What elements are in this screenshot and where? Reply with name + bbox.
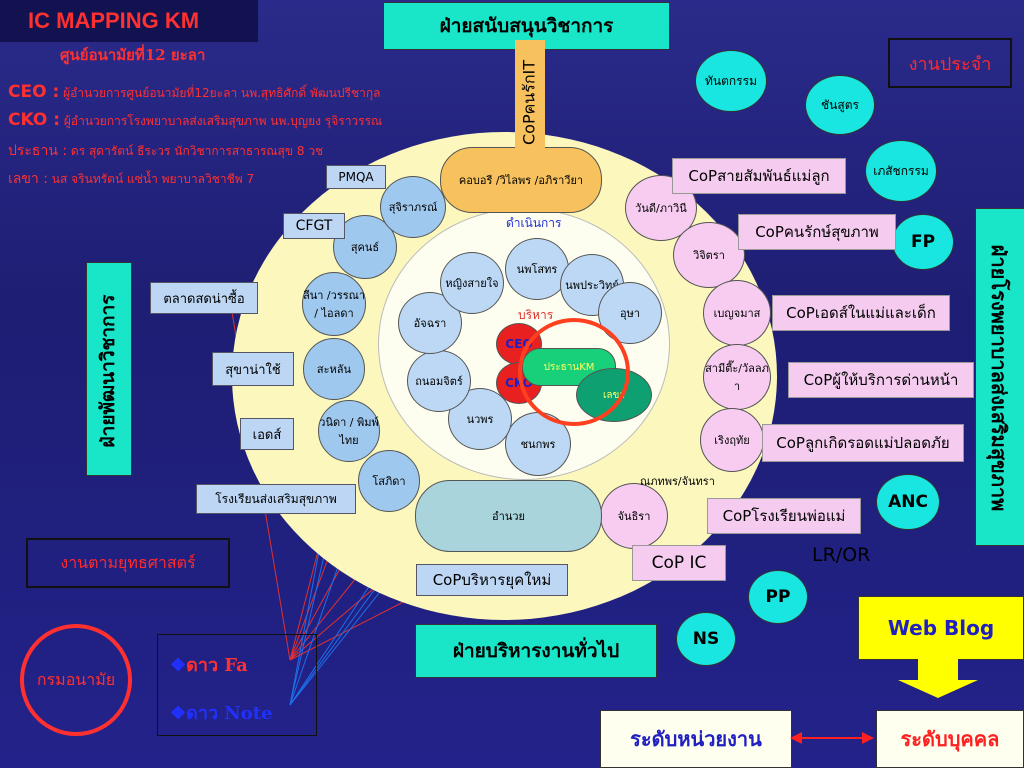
cop-mother-child[interactable]: CoPสายสัมพันธ์แม่ลูก <box>672 158 846 194</box>
ceo-line: CEO : ผู้อำนวยการศูนย์อนามัยที่12ยะลา นพ… <box>8 82 381 102</box>
outer-circle[interactable]: อำนวย <box>415 480 602 552</box>
outer-circle[interactable]: วิจิตรา <box>673 222 745 288</box>
center-admin-label: บริหาร <box>518 308 554 322</box>
cop-parent-school[interactable]: CoPโรงเรียนพ่อแม่ <box>707 498 861 534</box>
pharmacy-circle[interactable]: เภสัชกรรม <box>865 140 937 202</box>
dept-circle[interactable]: กรมอนามัย <box>20 624 132 736</box>
secretary-line: เลขา : นส จรินทรัตน์ แซ่น้ำ พยาบาลวิชาชี… <box>8 171 255 187</box>
outer-circle[interactable]: เริงฤทัย <box>700 408 764 472</box>
anc-circle[interactable]: ANC <box>876 474 940 530</box>
chair-line: ประธาน : ดร สุดารัตน์ ธีระวร นักวิชาการส… <box>8 143 324 159</box>
cko-line: CKO : ผู้อำนวยการโรงพยาบาลส่งเสริมสุขภาพ… <box>8 110 383 130</box>
diamond-icon: ❖ <box>170 655 187 676</box>
down-arrow-icon <box>918 658 958 680</box>
down-arrow-head <box>898 680 978 698</box>
aids-box[interactable]: เอดส์ <box>240 418 294 450</box>
red-ring <box>518 318 630 426</box>
page-title: IC MAPPING KM <box>28 8 200 33</box>
star-note: ❖ดาว Note <box>170 703 273 724</box>
diamond-icon: ❖ <box>170 703 187 724</box>
outer-circle[interactable]: วนิดา / พิมพ์ไทย <box>318 400 380 462</box>
cop-safe-birth[interactable]: CoPลูกเกิดรอดแม่ปลอดภัย <box>762 424 964 462</box>
outer-circle[interactable]: สุจิราภรณ์ <box>380 176 446 238</box>
cop-it-box[interactable] <box>515 40 545 175</box>
cop-front-service[interactable]: CoPผู้ให้บริการด่านหน้า <box>788 362 974 398</box>
stars-box[interactable] <box>157 634 317 736</box>
cop-admin-box[interactable]: CoPบริหารยุคใหม่ <box>416 564 568 596</box>
toilet-box[interactable]: สุขาน่าใช้ <box>212 352 294 386</box>
hospital-dept-bar[interactable] <box>975 208 1024 546</box>
cop-aids-mother[interactable]: CoPเอดส์ในแม่และเด็ก <box>772 295 950 331</box>
page-subtitle: ศูนย์อนามัยที่12 ยะลา <box>60 46 206 64</box>
cfgt-box[interactable]: CFGT <box>283 213 345 239</box>
outer-circle[interactable]: สะหลัน <box>303 338 365 400</box>
cop-ic[interactable]: CoP IC <box>632 545 726 581</box>
pmqa-box[interactable]: PMQA <box>326 165 386 189</box>
fresh-market-box[interactable]: ตลาดสดน่าซื้อ <box>150 282 258 314</box>
dental-circle[interactable]: ทันตกรรม <box>695 50 767 112</box>
unit-level-box[interactable]: ระดับหน่วยงาน <box>600 710 792 768</box>
inner-circle[interactable]: นพโสทร <box>505 238 569 300</box>
outer-circle[interactable]: เบญจมาส <box>703 280 771 346</box>
lr-or-label: LR/OR <box>812 544 871 566</box>
fp-circle[interactable]: FP <box>892 214 954 270</box>
inner-circle[interactable]: หญิงสายใจ <box>440 252 504 314</box>
outer-ring-label: ณภทพร/จันทรา <box>640 475 715 488</box>
outer-circle[interactable]: โสภิดา <box>358 450 420 512</box>
inner-circle[interactable]: ถนอมจิตร์ <box>407 350 471 412</box>
strategy-box[interactable]: งานตามยุทธศาสตร์ <box>26 538 230 588</box>
center-run-label: ดำเนินการ <box>506 216 562 230</box>
routine-box[interactable]: งานประจำ <box>888 38 1012 88</box>
academic-dev-bar[interactable] <box>86 262 132 476</box>
outer-circle[interactable]: ลีนา /วรรณา / ไอลดา <box>302 272 366 336</box>
admin-box[interactable]: ฝ่ายบริหารงานทั่วไป <box>415 624 657 678</box>
pp-circle[interactable]: PP <box>748 570 808 624</box>
web-blog-box[interactable]: Web Blog <box>858 596 1024 660</box>
outer-circle[interactable]: สามีตี๊ะ/วัลลภา <box>703 344 771 410</box>
star-fa: ❖ดาว Fa <box>170 655 248 676</box>
title-bg <box>0 0 258 42</box>
ns-circle[interactable]: NS <box>676 612 736 666</box>
outer-circle[interactable]: จันธิรา <box>600 483 668 549</box>
lab-circle[interactable]: ชันสูตร <box>805 75 875 135</box>
cop-health-lovers[interactable]: CoPคนรักษ์สุขภาพ <box>738 214 896 250</box>
health-school-box[interactable]: โรงเรียนส่งเสริมสุขภาพ <box>196 484 356 514</box>
